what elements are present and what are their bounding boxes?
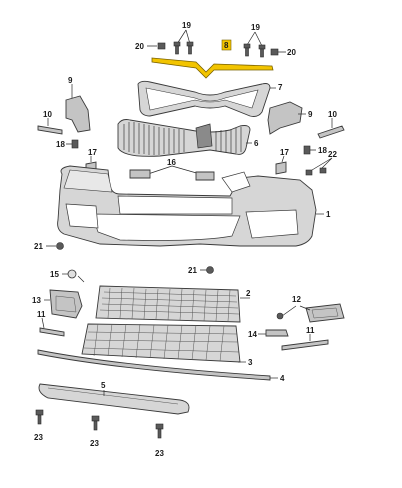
callout-20-right: 20: [287, 48, 296, 57]
callout-22: 22: [328, 150, 337, 159]
callout-23-right: 23: [155, 449, 164, 458]
part-7-grille-frame: [137, 80, 271, 117]
callout-3: 3: [248, 358, 253, 367]
plug-15: [62, 269, 85, 283]
callout-1: 1: [326, 210, 331, 219]
part-11-left-strip: [39, 327, 65, 337]
callout-19-left: 19: [182, 21, 191, 30]
part-12-right-fog-cover: [305, 303, 345, 323]
callout-5: 5: [101, 381, 106, 390]
callout-8: 8: [224, 41, 229, 50]
part-14-bracket: [265, 329, 289, 337]
callout-18-right: 18: [318, 146, 327, 155]
callout-11-right: 11: [306, 326, 315, 335]
part-16-sensor-holders: [129, 165, 215, 181]
callout-labels: 19 19 20 20 8 7 9 9 10 10 6 18 18 17 17 …: [32, 21, 337, 458]
part-7-inner: [145, 87, 259, 111]
callout-17-left: 17: [88, 148, 97, 157]
part-11-right-strip: [281, 339, 329, 351]
callout-11-left: 11: [37, 310, 46, 319]
callout-23-middle: 23: [90, 439, 99, 448]
callout-23-left: 23: [34, 433, 43, 442]
callout-21-left: 21: [34, 242, 43, 251]
skoda-badge: [195, 123, 213, 149]
part-6-grille-slats: [123, 122, 242, 155]
part-1-lower-intake: [117, 195, 233, 215]
screw-19-group: [173, 29, 266, 58]
rivet-23-group: [35, 409, 164, 439]
callout-19-right: 19: [251, 23, 260, 32]
callout-17-right: 17: [280, 148, 289, 157]
part-1-right-fog-recess: [245, 209, 299, 239]
callout-14: 14: [248, 330, 257, 339]
part-2-mesh-pattern: [99, 287, 240, 322]
part-13-left-fog-cover: [49, 289, 83, 319]
callout-13: 13: [32, 296, 41, 305]
part-3-mesh-pattern: [83, 323, 240, 362]
part-5-lower-spoiler: [38, 383, 190, 415]
part-1-upper-edge: [63, 169, 113, 193]
part-1-grille-notch: [221, 171, 251, 193]
screw-20-group: [147, 42, 286, 56]
callout-9-right: 9: [308, 110, 313, 119]
callout-10-left: 10: [43, 110, 52, 119]
callout-8-highlight: [221, 39, 232, 51]
part-10-right-strip: [317, 125, 345, 139]
screw-21-group: [46, 242, 214, 274]
part-9-right-bracket: [267, 101, 303, 135]
callout-6: 6: [254, 139, 259, 148]
part-17-right: [275, 161, 287, 175]
part-9-left-bracket: [65, 95, 91, 133]
callout-7: 7: [278, 83, 283, 92]
callout-21-right: 21: [188, 266, 197, 275]
screw-22-group: [305, 167, 327, 176]
part-3-lower-mesh: [81, 323, 241, 363]
callout-4: 4: [280, 374, 285, 383]
callout-15: 15: [50, 270, 59, 279]
callout-20-left: 20: [135, 42, 144, 51]
callout-10-right: 10: [328, 110, 337, 119]
part-8-bracket: [151, 57, 274, 79]
callout-2: 2: [246, 289, 251, 298]
callout-9-left: 9: [68, 76, 73, 85]
part-10-left-strip: [37, 125, 63, 135]
part-1-lower-opening: [91, 213, 241, 241]
callout-16: 16: [167, 158, 176, 167]
callout-18-left: 18: [56, 140, 65, 149]
callout-12: 12: [292, 295, 301, 304]
part-1-left-fog-recess: [65, 203, 99, 229]
part-4-lower-trim-strip: [37, 349, 271, 381]
